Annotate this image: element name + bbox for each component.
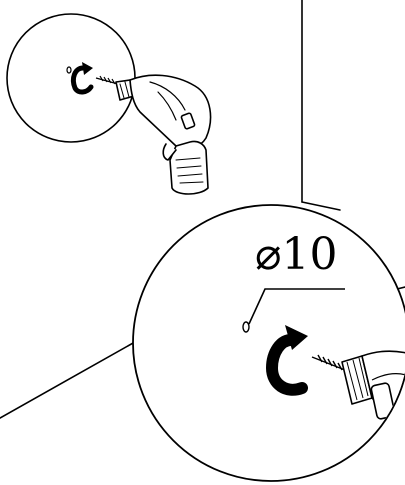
power-drill-icon bbox=[115, 74, 212, 195]
drill-hole-mark-icon bbox=[66, 66, 72, 74]
rotation-arrow-large-icon bbox=[265, 325, 308, 396]
dimension-leader-line bbox=[248, 288, 345, 325]
drill-hole-mark-large bbox=[242, 321, 250, 333]
drill-bit-large bbox=[311, 354, 346, 371]
clockwise-rotation-arrow-icon bbox=[70, 62, 94, 95]
detail-circle-small bbox=[6, 13, 136, 143]
drill-bit-small bbox=[95, 75, 119, 85]
drill-diameter-label: ⌀10 bbox=[255, 229, 338, 280]
